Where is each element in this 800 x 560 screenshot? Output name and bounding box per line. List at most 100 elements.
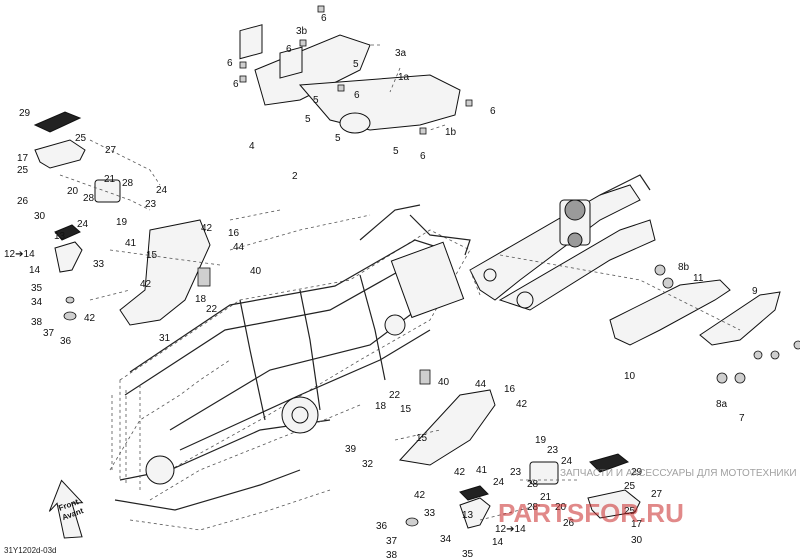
- leader-lines: [59, 44, 741, 521]
- callout-c-11: 11: [693, 273, 704, 284]
- callout-c-40-l: 40: [250, 266, 262, 277]
- callout-c-30-l: 30: [34, 211, 46, 222]
- callout-c-22-r: 22: [389, 390, 401, 401]
- callout-c-38-l: 38: [31, 317, 43, 328]
- callout-c-37-l: 37: [43, 328, 55, 339]
- callout-c-25-r: 25: [624, 481, 636, 492]
- callout-c-15-r2: 15: [416, 433, 428, 444]
- callout-c-32-r: 32: [362, 459, 374, 470]
- callout-c-23-r: 23: [547, 445, 559, 456]
- callout-c-5-c: 5: [305, 114, 311, 125]
- callout-c-3a: 3a: [395, 48, 407, 59]
- callout-c-6-a: 6: [286, 44, 292, 55]
- callout-c-1b: 1b: [445, 127, 457, 138]
- callout-c-5-b: 5: [313, 95, 319, 106]
- callout-c-8b: 8b: [678, 262, 690, 273]
- watermark-subtitle: ЗАПЧАСТИ И АКСЕССУАРЫ ДЛЯ МОТОТЕХНИКИ: [560, 468, 797, 479]
- callout-c-14-r: 14: [492, 537, 504, 548]
- callout-c-44-l: 44: [233, 242, 245, 253]
- callout-c-21-l: 21: [104, 174, 116, 185]
- callout-c-13-r: 13: [462, 510, 474, 521]
- callout-c-23-l: 23: [145, 199, 157, 210]
- callout-c-21-r: 21: [540, 492, 552, 503]
- upper-bracket-assembly: [239, 5, 473, 135]
- right-footrest-assembly: [399, 369, 641, 529]
- callout-c-34-l: 34: [31, 297, 43, 308]
- callout-c-6-f: 6: [420, 151, 426, 162]
- front-direction-arrow: Front Avant: [48, 479, 85, 539]
- callout-c-6-top: 6: [321, 13, 327, 24]
- callout-c-17-r: 17: [631, 519, 643, 530]
- left-footrest-assembly: [33, 111, 211, 326]
- callout-c-26-l: 26: [17, 196, 29, 207]
- callout-c-5-e: 5: [393, 146, 399, 157]
- callout-c-35-r: 35: [462, 549, 474, 560]
- callout-c-15-l: 15: [146, 250, 158, 261]
- callout-c-23-r2: 23: [510, 467, 522, 478]
- callout-c-42-r1: 42: [516, 399, 528, 410]
- callout-c-18-r: 18: [375, 401, 387, 412]
- swing-arm: [469, 174, 656, 311]
- callout-c-10: 10: [624, 371, 636, 382]
- callout-c-6-e: 6: [490, 106, 496, 117]
- watermark-text: PARTSFOR.RU: [498, 498, 684, 528]
- callout-c-36-l: 36: [60, 336, 72, 347]
- callout-c-17-l: 17: [17, 153, 29, 164]
- callout-c-41-r: 41: [476, 465, 488, 476]
- callout-c-35-l: 35: [31, 283, 43, 294]
- callout-c-15-r: 15: [400, 404, 412, 415]
- callout-c-42-c: 42: [84, 313, 96, 324]
- callout-c-41-l: 41: [125, 238, 137, 249]
- callout-c-18-l: 18: [195, 294, 207, 305]
- callout-c-16-l: 16: [228, 228, 240, 239]
- callout-c-7: 7: [739, 413, 745, 424]
- rear-skid-guard: [609, 264, 800, 384]
- callout-c-40-r: 40: [438, 377, 450, 388]
- callout-c-5-d: 5: [335, 133, 341, 144]
- callout-c-22-l: 22: [206, 304, 218, 315]
- callout-c-27-r: 27: [651, 489, 663, 500]
- callout-c-33-r: 33: [424, 508, 436, 519]
- callout-c-44-r: 44: [475, 379, 487, 390]
- callout-c-9: 9: [752, 286, 758, 297]
- main-frame: [109, 204, 471, 531]
- callout-c-24-r: 24: [561, 456, 573, 467]
- callout-c-29-r: 29: [631, 467, 643, 478]
- callout-c-37-r: 37: [386, 536, 398, 547]
- callout-c-34-r: 34: [440, 534, 452, 545]
- callout-c-24-l2: 24: [77, 219, 89, 230]
- callout-c-1a: 1a: [398, 72, 410, 83]
- callout-c-14-l: 14: [29, 265, 41, 276]
- callout-c-27-l: 27: [105, 145, 117, 156]
- callout-c-30-r: 30: [631, 535, 643, 546]
- callout-c-12-14-r: 12➔14: [495, 524, 526, 535]
- callout-c-20-l: 20: [67, 186, 79, 197]
- callout-c-25-l: 25: [75, 133, 87, 144]
- callout-c-13-l: 13: [54, 231, 66, 242]
- callout-c-28-r: 28: [527, 479, 539, 490]
- callout-c-25-r2: 25: [624, 506, 636, 517]
- callout-c-31-l: 31: [159, 333, 171, 344]
- callout-c-3b: 3b: [296, 26, 308, 37]
- callout-c-28-l: 28: [83, 193, 95, 204]
- callout-c-29-l: 29: [19, 108, 31, 119]
- callout-c-6-b: 6: [227, 58, 233, 69]
- callout-c-6-d: 6: [354, 90, 360, 101]
- callout-c-36-r: 36: [376, 521, 388, 532]
- callout-c-33-l: 33: [93, 259, 105, 270]
- callout-c-42-a: 42: [201, 223, 213, 234]
- callout-c-42-b: 42: [140, 279, 152, 290]
- callout-c-5-a: 5: [353, 59, 359, 70]
- callout-c-42-r2: 42: [454, 467, 466, 478]
- callout-c-12-14-l: 12➔14: [4, 249, 35, 260]
- callout-c-26-r: 26: [563, 518, 575, 529]
- callout-c-28-r2: 28: [527, 502, 539, 513]
- callout-c-24-l: 24: [156, 185, 168, 196]
- callout-c-25-l2: 25: [17, 165, 29, 176]
- callout-c-6-c: 6: [233, 79, 239, 90]
- callout-c-38-r: 38: [386, 550, 398, 560]
- callout-c-28-l2: 28: [122, 178, 134, 189]
- callout-c-19-l: 19: [116, 217, 128, 228]
